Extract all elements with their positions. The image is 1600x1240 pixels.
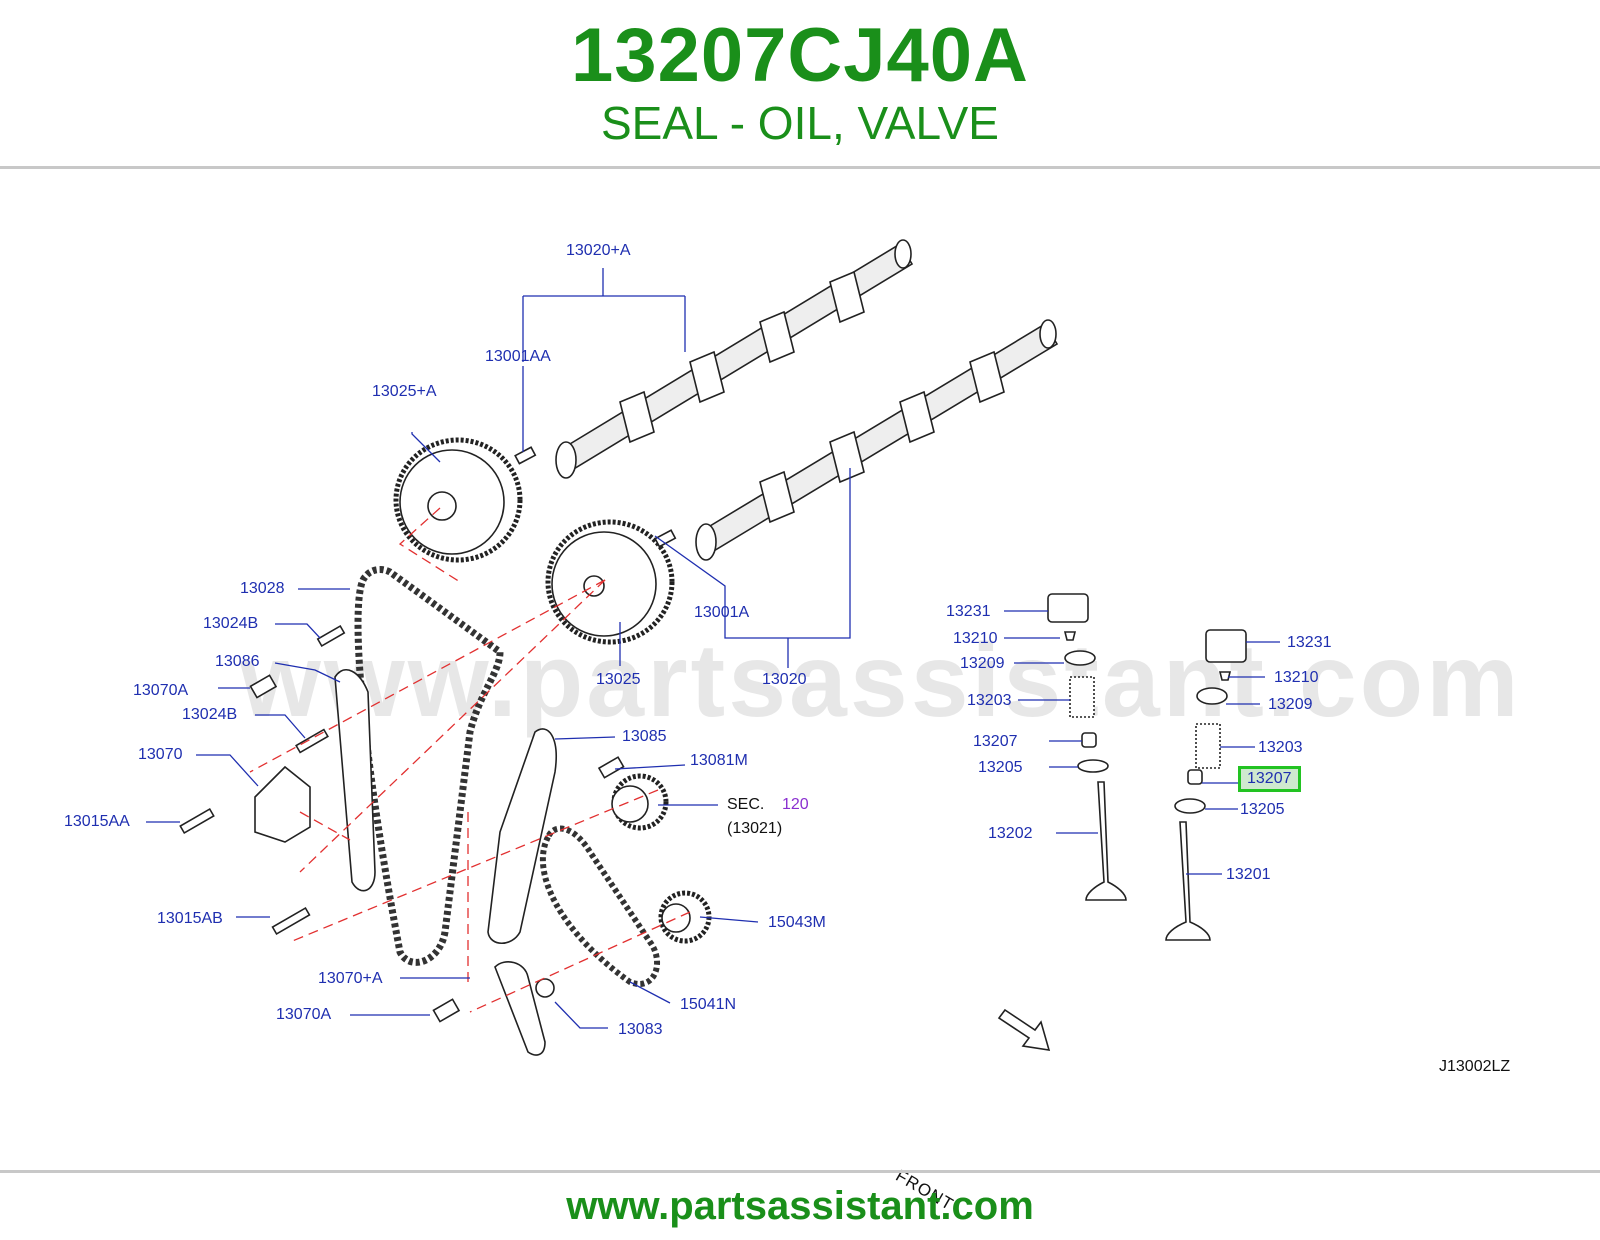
callout-13085[interactable]: 13085 — [622, 728, 667, 745]
callout-13015aa[interactable]: 13015AA — [64, 813, 130, 830]
callout-13209-left[interactable]: 13209 — [960, 655, 1005, 672]
callout-13024b-lower[interactable]: 13024B — [182, 706, 238, 723]
callout-13070a-lower[interactable]: 13070A — [276, 1006, 332, 1023]
part-description: SEAL - OIL, VALVE — [601, 97, 999, 149]
callout-13210-left[interactable]: 13210 — [953, 630, 998, 647]
callout-13210-right[interactable]: 13210 — [1274, 669, 1319, 686]
callout-13024b-upper[interactable]: 13024B — [203, 615, 259, 632]
callout-13207-highlighted[interactable]: 13207 — [1238, 766, 1301, 792]
callout-13070[interactable]: 13070 — [138, 746, 183, 763]
watermark-text: www.partsassistant.com — [240, 623, 1522, 739]
callout-13025[interactable]: 13025 — [596, 671, 641, 688]
callout-13020-plus-a[interactable]: 13020+A — [566, 242, 631, 259]
callout-13020[interactable]: 13020 — [762, 671, 807, 688]
callout-13231-right[interactable]: 13231 — [1287, 634, 1332, 651]
callout-13205-left[interactable]: 13205 — [978, 759, 1023, 776]
sec-ref-link[interactable]: 120 — [782, 796, 809, 813]
page-header: 13207CJ40A SEAL - OIL, VALVE — [0, 0, 1600, 168]
footer-website-link[interactable]: www.partsassistant.com — [566, 1184, 1034, 1228]
callout-13083[interactable]: 13083 — [618, 1021, 663, 1038]
callout-13025-plus-a[interactable]: 13025+A — [372, 383, 437, 400]
callout-13201[interactable]: 13201 — [1226, 866, 1271, 883]
sec-ref-label: SEC. — [727, 796, 765, 813]
callout-13203-left[interactable]: 13203 — [967, 692, 1012, 709]
callout-13202[interactable]: 13202 — [988, 825, 1033, 842]
header-divider — [0, 166, 1600, 169]
callout-13231-left[interactable]: 13231 — [946, 603, 991, 620]
callout-15043m[interactable]: 15043M — [768, 914, 826, 931]
callout-13086[interactable]: 13086 — [215, 653, 260, 670]
part-number-title: 13207CJ40A — [571, 13, 1029, 98]
callout-13015ab[interactable]: 13015AB — [157, 910, 223, 927]
callout-15041n[interactable]: 15041N — [680, 996, 737, 1013]
callout-13001aa[interactable]: 13001AA — [485, 348, 551, 365]
camshaft-upper — [555, 239, 914, 479]
callout-13070-plus-a[interactable]: 13070+A — [318, 970, 383, 987]
diagram-code: J13002LZ — [1439, 1058, 1511, 1075]
callout-13001a[interactable]: 13001A — [694, 604, 750, 621]
callout-13081m[interactable]: 13081M — [690, 752, 748, 769]
callout-13203-right[interactable]: 13203 — [1258, 739, 1303, 756]
diagram-drawing — [146, 239, 1280, 1056]
callout-13209-right[interactable]: 13209 — [1268, 696, 1313, 713]
footer-divider — [0, 1170, 1600, 1173]
callout-13205-right[interactable]: 13205 — [1240, 801, 1285, 818]
callout-13207-left[interactable]: 13207 — [973, 733, 1018, 750]
parts-diagram: www.partsassistant.com — [0, 172, 1600, 1214]
sec-ref-sub: (13021) — [727, 820, 783, 837]
camshaft-lower — [695, 319, 1059, 561]
callout-13070a-upper[interactable]: 13070A — [133, 682, 189, 699]
callout-13028[interactable]: 13028 — [240, 580, 285, 597]
